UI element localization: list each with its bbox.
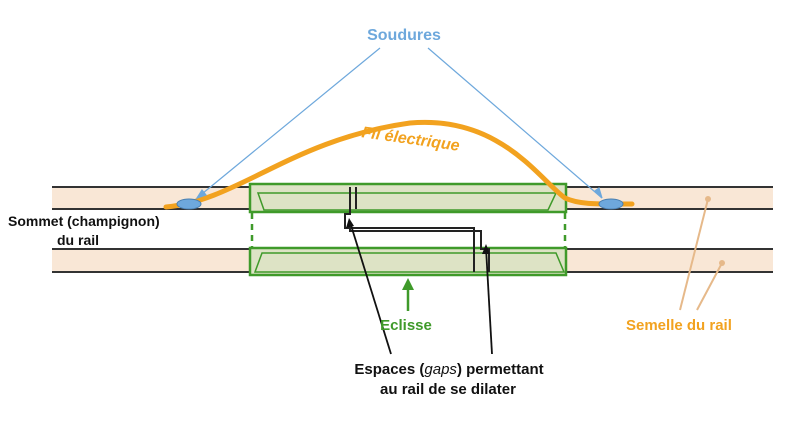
espaces-label-line2: au rail de se dilater [380,381,516,398]
soudures-pointers [195,47,603,200]
electric-wire [163,119,635,210]
eclisse-label: Eclisse [380,317,432,334]
eclisse-bottom-inner [253,252,566,273]
semelle-pointers [679,198,723,311]
eclisse-top-inner [256,192,558,211]
eclisse-fishplate [248,182,568,277]
weld-right-icon [598,198,624,210]
espaces-italic: gaps [424,361,457,378]
espaces-prefix: Espaces ( [354,361,424,378]
weld-left-icon [176,198,202,210]
fil-electrique-label: Fil électrique [361,124,461,155]
gap-arrow-left [346,218,354,228]
gap-arrow-right [482,244,490,254]
semelle-dot-bottom [719,260,725,266]
espaces-label-line1: Espaces (gaps) permettant [354,361,543,378]
gaps-pointers [349,221,493,355]
sommet-label-line1: Sommet (champignon) [8,213,160,229]
eclisse-arrow-head [402,278,414,290]
soudures-label: Soudures [367,27,441,44]
sommet-label-line2: du rail [57,232,99,248]
semelle-label: Semelle du rail [626,317,732,334]
eclisse-bottom-plate [248,246,568,277]
espaces-suffix: ) permettant [457,361,544,378]
eclisse-top-plate [248,182,568,214]
semelle-dot-top [705,196,711,202]
